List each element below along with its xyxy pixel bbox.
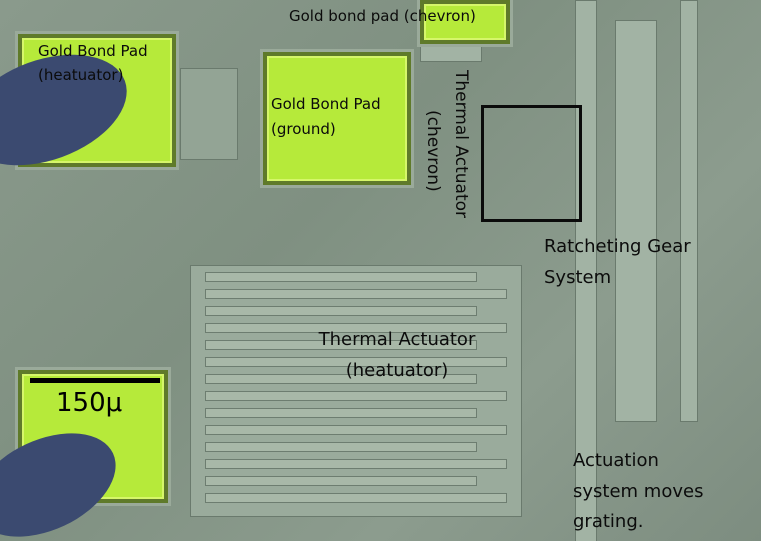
heatuator-finger bbox=[205, 323, 507, 333]
small-pad-frame bbox=[180, 68, 238, 160]
label-thermal-actuator-heatuator-1: Thermal Actuator bbox=[318, 329, 476, 350]
heatuator-finger bbox=[205, 408, 477, 418]
heatuator-finger bbox=[205, 476, 477, 486]
heatuator-finger bbox=[205, 459, 507, 469]
label-ratcheting-gear-1: Ratcheting Gear bbox=[544, 236, 691, 257]
label-thermal-actuator-chevron-1: Thermal Actuator bbox=[451, 70, 471, 219]
gold-bond-pad-ground bbox=[263, 52, 411, 185]
scale-bar bbox=[30, 378, 160, 383]
label-gold-bond-pad-ground-2: (ground) bbox=[271, 120, 336, 138]
heatuator-finger bbox=[205, 391, 507, 401]
gold-bond-pad-chevron bbox=[420, 0, 510, 44]
label-ratcheting-gear-2: System bbox=[544, 267, 612, 288]
label-actuation-1: Actuation bbox=[573, 450, 659, 471]
heatuator-finger bbox=[205, 493, 507, 503]
label-thermal-actuator-chevron-2: (chevron) bbox=[423, 110, 443, 192]
ratcheting-gear-box bbox=[481, 105, 582, 222]
ratchet-rail-center bbox=[615, 20, 657, 422]
label-thermal-actuator-heatuator-2: (heatuator) bbox=[345, 360, 449, 381]
label-gold-bond-pad-heatuator-1: Gold Bond Pad bbox=[38, 42, 148, 60]
heatuator-finger bbox=[205, 340, 477, 350]
label-gold-bond-pad-ground-1: Gold Bond Pad bbox=[271, 95, 381, 113]
heatuator-finger bbox=[205, 442, 477, 452]
ratchet-rail-right bbox=[680, 0, 698, 422]
heatuator-finger bbox=[205, 306, 477, 316]
label-gold-bond-pad-chevron: Gold bond pad (chevron) bbox=[289, 7, 476, 25]
label-actuation-2: system moves bbox=[573, 481, 704, 502]
heatuator-finger bbox=[205, 374, 477, 384]
heatuator-finger bbox=[205, 289, 507, 299]
heatuator-finger bbox=[205, 357, 507, 367]
heatuator-finger bbox=[205, 425, 507, 435]
heatuator-finger bbox=[205, 272, 477, 282]
scale-label: 150μ bbox=[56, 388, 123, 418]
label-actuation-3: grating. bbox=[573, 511, 644, 532]
label-gold-bond-pad-heatuator-2: (heatuator) bbox=[38, 66, 124, 84]
